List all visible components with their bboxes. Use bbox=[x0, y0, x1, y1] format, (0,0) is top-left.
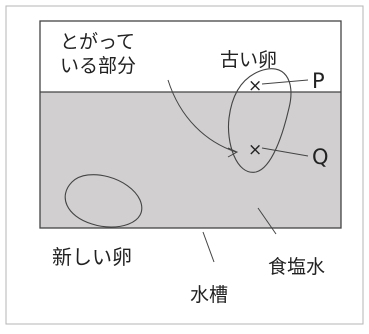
new-egg-outline bbox=[64, 174, 143, 228]
tank-leader bbox=[202, 231, 215, 263]
saltwater-label: 食塩水 bbox=[268, 256, 325, 278]
point-q-label: Q bbox=[312, 145, 329, 169]
point-q-leader bbox=[261, 147, 309, 157]
pointed-part-arrowhead bbox=[227, 147, 239, 158]
pointed-part-arrow bbox=[167, 79, 237, 153]
old-egg-outline bbox=[227, 68, 292, 173]
pointed-part-label-line2: いる部分 bbox=[60, 55, 136, 77]
point-p-leader bbox=[261, 79, 309, 85]
new-egg-label: 新しい卵 bbox=[52, 245, 132, 269]
water-tank bbox=[39, 20, 342, 229]
saltwater-region bbox=[40, 92, 341, 228]
point-p-label: P bbox=[312, 69, 325, 93]
saltwater-leader bbox=[257, 207, 277, 235]
point-p-marker: × bbox=[248, 76, 262, 96]
tank-label: 水槽 bbox=[190, 284, 228, 306]
pointed-part-label-line1: とがって bbox=[60, 31, 135, 53]
old-egg-label: 古い卵 bbox=[220, 49, 277, 71]
point-q-marker: × bbox=[248, 140, 262, 160]
